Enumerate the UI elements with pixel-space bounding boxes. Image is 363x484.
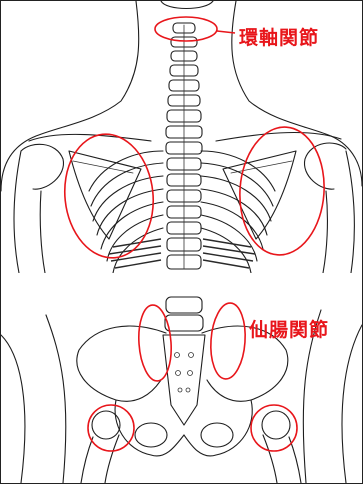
left-iliac-wing xyxy=(77,326,166,401)
lumbar-vertebra-1 xyxy=(166,297,202,313)
left-femur xyxy=(81,437,93,483)
atlantoaxial-label: 環軸関節 xyxy=(239,23,319,50)
right-femur-inner xyxy=(263,435,277,483)
right-arm-inner xyxy=(323,191,327,273)
right-shoulder-circle xyxy=(236,124,329,258)
right-arm-outer xyxy=(346,151,354,273)
left-femoral-head xyxy=(92,411,120,439)
spine xyxy=(166,23,202,269)
pelvis-panel: 仙腸関節 xyxy=(1,295,362,483)
lumbar-vertebra-2 xyxy=(165,315,203,331)
right-clavicle xyxy=(216,133,341,141)
left-scapula-spine xyxy=(73,161,133,173)
right-sacroiliac-circle xyxy=(208,302,247,380)
left-arm-outer xyxy=(14,151,21,273)
right-obturator xyxy=(201,423,233,447)
left-hip-contour xyxy=(1,335,25,483)
left-obturator xyxy=(135,423,167,447)
right-femoral-head xyxy=(262,411,290,439)
sacroiliac-label: 仙腸関節 xyxy=(249,315,329,342)
left-femur-inner xyxy=(105,435,119,483)
left-arm-inner xyxy=(40,191,45,273)
skull-base xyxy=(161,1,213,9)
sacrum xyxy=(163,335,205,425)
right-scapula xyxy=(223,151,296,239)
upper-back-panel: 環軸関節 xyxy=(1,1,362,273)
panel-divider xyxy=(1,273,362,295)
right-hip-contour xyxy=(342,325,362,483)
left-scapula xyxy=(69,151,141,239)
left-thigh-line xyxy=(46,315,66,483)
right-ribs xyxy=(201,151,275,273)
right-scapula-spine xyxy=(231,161,292,173)
right-humeral-head xyxy=(304,143,346,189)
left-humeral-head xyxy=(21,144,63,189)
